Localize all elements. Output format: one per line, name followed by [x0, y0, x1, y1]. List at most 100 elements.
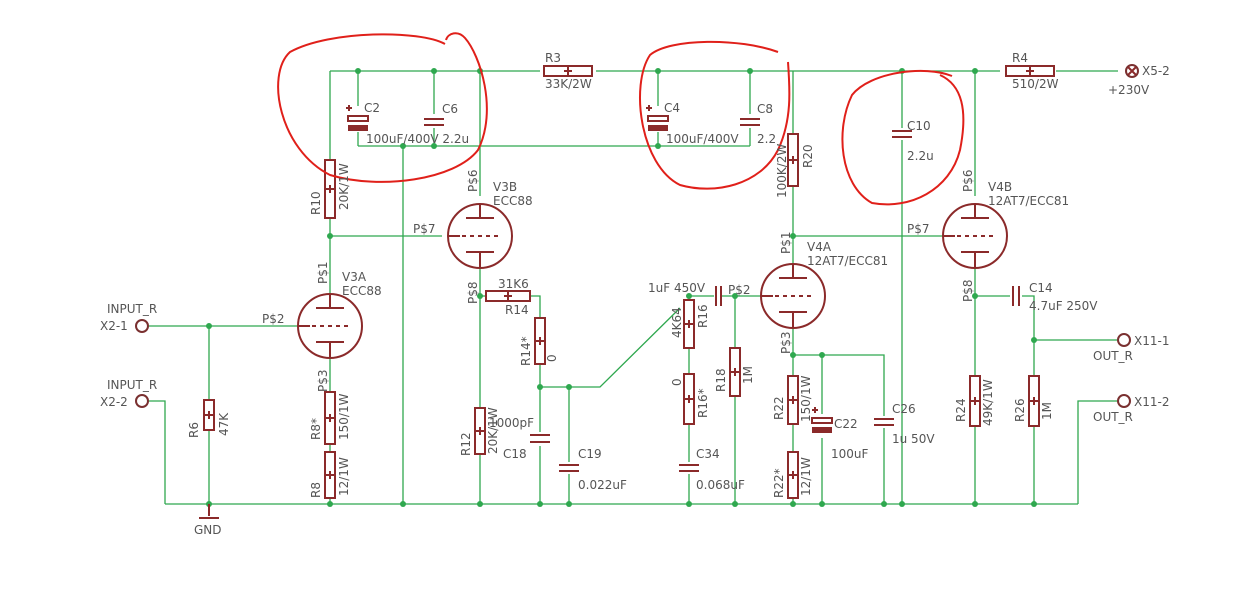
capacitor-c14	[1012, 286, 1020, 306]
label-c26: C26	[892, 402, 916, 416]
resistor-r14	[485, 290, 531, 302]
label-c34: C34	[696, 447, 720, 461]
resistors	[203, 65, 1055, 499]
resistor-r26	[1028, 375, 1040, 427]
capacitor-c2	[346, 105, 369, 131]
label-v4a-p3: P$3	[779, 331, 793, 354]
tube-v4b	[942, 203, 1008, 269]
label-v3b: V3B	[493, 180, 517, 194]
label-r20-value: 100K/2W	[775, 144, 789, 198]
tubes	[297, 203, 1008, 359]
label-r16-value: 4K64	[670, 307, 684, 338]
label-c14-value: 4.7uF 250V	[1029, 299, 1098, 313]
label-r22: R22	[772, 396, 786, 420]
label-c19: C19	[578, 447, 602, 461]
label-r3: R3	[545, 51, 561, 65]
resistor-r20	[787, 133, 799, 187]
resistor-r8	[324, 451, 336, 499]
label-v4b-type: 12AT7/ECC81	[988, 194, 1069, 208]
capacitors	[346, 105, 1020, 472]
label-c1uf-value: 1uF 450V	[648, 281, 706, 295]
label-r24-value: 49K/1W	[981, 379, 995, 426]
label-r8s: R8*	[309, 418, 323, 440]
label-c8: C8	[757, 102, 773, 116]
tube-v3a	[297, 293, 363, 359]
label-r4: R4	[1012, 51, 1028, 65]
resistor-r18	[729, 347, 741, 397]
tube-v4a	[760, 263, 826, 329]
label-c14: C14	[1029, 281, 1053, 295]
label-c8-value: 2.2	[757, 132, 776, 146]
resistor-r22s	[787, 451, 799, 499]
capacitor-c22	[811, 407, 833, 433]
resistor-r14s	[534, 317, 546, 365]
label-v4a-type: 12AT7/ECC81	[807, 254, 888, 268]
label-v4b-p6: P$6	[961, 169, 975, 192]
annotation-circle-c2-c6	[277, 32, 488, 183]
label-v3b-p8: P$8	[466, 281, 480, 304]
label-r16: R16	[696, 304, 710, 328]
label-r24: R24	[954, 398, 968, 422]
label-r10-value: 20K/1W	[337, 163, 351, 210]
tube-v3b	[447, 203, 513, 269]
red-highlight-annotations	[277, 32, 965, 206]
resistor-r24	[969, 375, 981, 427]
label-c22-value: 100uF	[831, 447, 869, 461]
label-c18-value: 1000pF	[489, 416, 534, 430]
label-c4: C4	[664, 101, 680, 115]
label-230v: +230V	[1108, 83, 1150, 97]
label-out-r-1: OUT_R	[1093, 349, 1133, 363]
capacitor-c8	[740, 118, 760, 126]
label-r14-value: 31K6	[498, 277, 529, 291]
label-c19-value: 0.022uF	[578, 478, 627, 492]
label-r14s: R14*	[519, 336, 533, 366]
label-r14: R14	[505, 303, 529, 317]
label-v4b-p8: P$8	[961, 279, 975, 302]
label-r18-value: 1M	[741, 366, 755, 384]
label-c10-value: 2.2u	[907, 149, 934, 163]
capacitor-c4	[646, 105, 669, 131]
annotation-circle-c4-c8	[639, 40, 791, 190]
label-c2: C2	[364, 101, 380, 115]
label-r22s-value: 12/1W	[799, 457, 813, 496]
label-r8s-value: 150/1W	[337, 393, 351, 440]
label-r6: R6	[187, 422, 201, 438]
label-r8-value: 12/1W	[337, 457, 351, 496]
label-r6-value: 47K	[217, 412, 231, 436]
connectors	[135, 64, 1139, 519]
label-r20: R20	[801, 144, 815, 168]
label-input-r-1: INPUT_R	[107, 302, 157, 316]
label-input-r-2: INPUT_R	[107, 378, 157, 392]
label-c26-value: 1u 50V	[892, 432, 935, 446]
port-x11-2	[1117, 394, 1131, 408]
label-v3a: V3A	[342, 270, 367, 284]
resistor-r12	[474, 407, 486, 455]
label-r26-value: 1M	[1040, 402, 1054, 420]
capacitor-c34	[679, 464, 699, 472]
junctions	[206, 68, 1037, 507]
label-r8: R8	[309, 482, 323, 498]
label-v3a-type: ECC88	[342, 284, 382, 298]
resistor-r6	[203, 399, 215, 431]
label-c22: C22	[834, 417, 858, 431]
label-x11-1: X11-1	[1134, 334, 1169, 348]
resistor-r22	[787, 375, 799, 425]
resistor-r16	[683, 299, 695, 349]
label-c4-value: 100uF/400V	[666, 132, 739, 146]
label-c10: C10	[907, 119, 931, 133]
port-x2-1	[135, 319, 149, 333]
label-v3a-p1: P$1	[316, 261, 330, 284]
capacitor-c18	[530, 434, 550, 443]
label-v4b: V4B	[988, 180, 1012, 194]
port-x2-2	[135, 394, 149, 408]
label-r12: R12	[459, 432, 473, 456]
label-c2-c6-value: 100uF/400V 2.2u	[366, 132, 469, 146]
label-r3-value: 33K/2W	[545, 77, 592, 91]
label-r22s: R22*	[772, 468, 786, 498]
label-r26: R26	[1013, 398, 1027, 422]
capacitor-c10	[892, 130, 912, 138]
annotation-circle-c10	[841, 69, 965, 206]
resistor-r10	[324, 159, 336, 219]
label-r12-value: 20K/1W	[486, 407, 500, 454]
label-x11-2: X11-2	[1134, 395, 1169, 409]
